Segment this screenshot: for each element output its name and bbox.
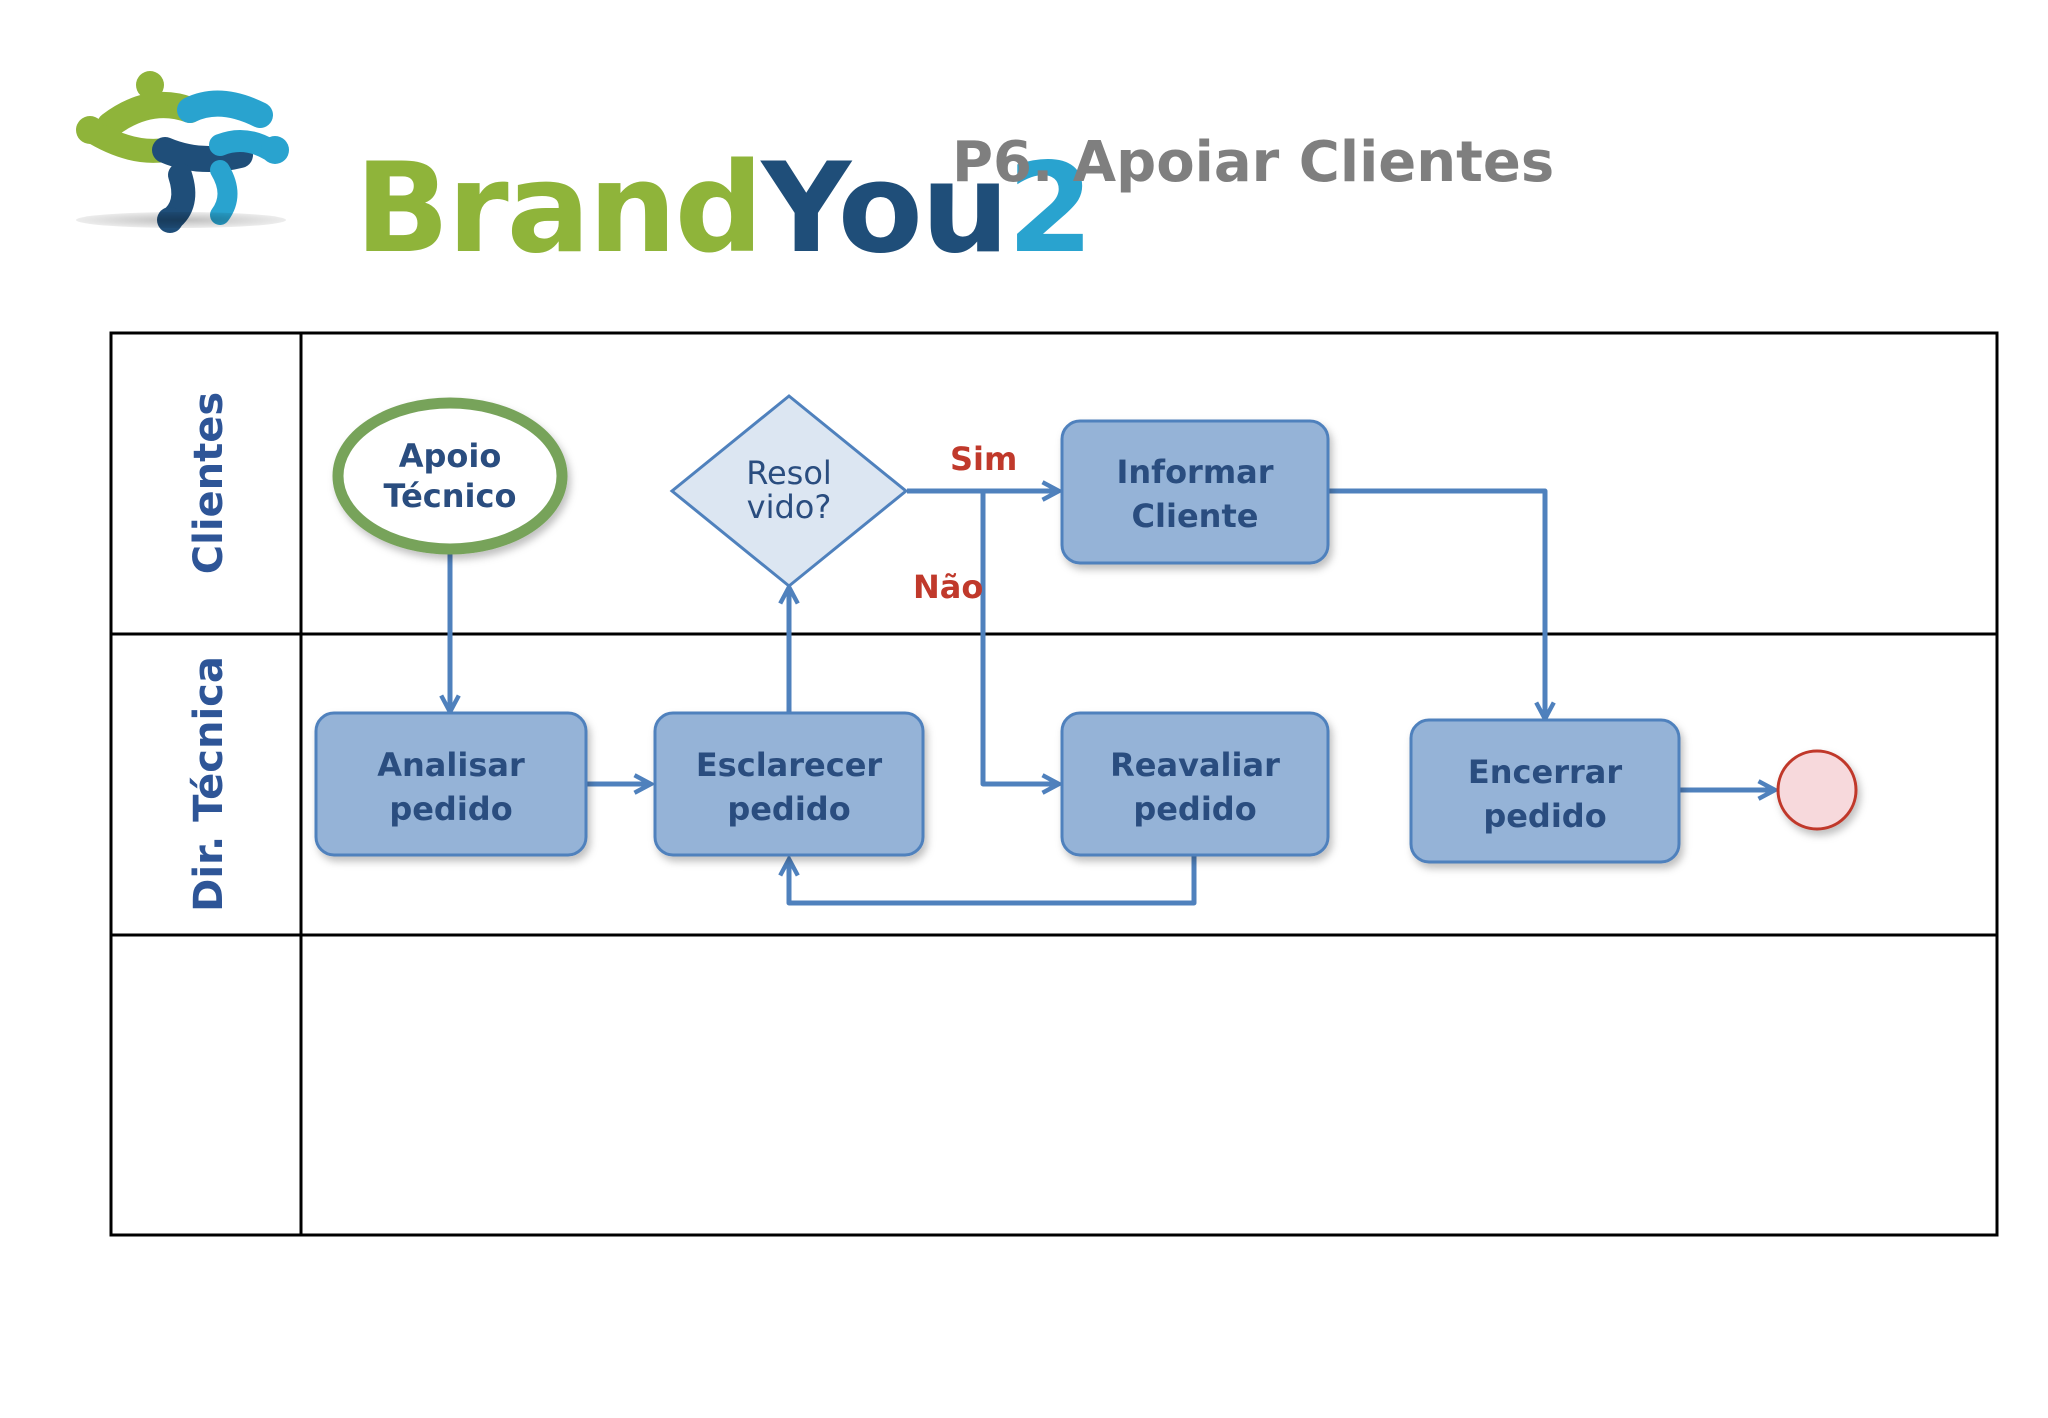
logo-shadow (76, 212, 286, 228)
decision-label-line1: Resol (746, 454, 832, 492)
task-analisar-label-line1: Analisar (377, 746, 525, 784)
task-analisar-label-line2: pedido (389, 790, 512, 828)
task-encerrar-pedido[interactable] (1409, 718, 1681, 864)
task-encerrar-label-line2: pedido (1483, 797, 1606, 835)
page-title: P6. Apoiar Clientes (952, 130, 1555, 195)
task-reavaliar-pedido[interactable] (1060, 711, 1330, 857)
task-informar-label-line1: Informar (1116, 453, 1273, 491)
task-informar-cliente[interactable] (1060, 419, 1330, 565)
task-reavaliar-label-line2: pedido (1133, 790, 1256, 828)
end-event[interactable] (1776, 749, 1858, 831)
decision-label-line2: vido? (747, 488, 832, 526)
brand-logo: BrandYou2 (70, 55, 1094, 271)
lane-grid (109, 331, 1999, 1237)
connector-informar-to-encerrar (1328, 488, 1545, 719)
molecule-logo-icon (76, 71, 289, 233)
task-esclarecer-label-line1: Esclarecer (696, 746, 883, 784)
decision-resolvido[interactable] (669, 394, 909, 588)
branch-label-nao: Não (913, 568, 983, 606)
start-event-apoio-tecnico[interactable] (332, 397, 568, 555)
task-analisar-pedido[interactable] (314, 711, 588, 857)
task-esclarecer-pedido[interactable] (653, 711, 925, 857)
logo-wordmark: BrandYou2 (355, 137, 1094, 281)
task-encerrar-label-line1: Encerrar (1468, 753, 1622, 791)
task-esclarecer-label-line2: pedido (727, 790, 850, 828)
task-informar-label-line2: Cliente (1132, 497, 1259, 535)
start-event-label-line1: Apoio (399, 437, 502, 475)
connector-decision-no (980, 491, 1059, 784)
connector-reavaliar-to-esclarecer (789, 856, 1197, 906)
lane-label-clientes: Clientes (186, 392, 232, 574)
branch-label-sim: Sim (950, 440, 1017, 478)
lane-label-dir-tecnica: Dir. Técnica (186, 656, 232, 912)
task-reavaliar-label-line1: Reavaliar (1110, 746, 1280, 784)
start-event-label-line2: Técnico (384, 477, 517, 515)
